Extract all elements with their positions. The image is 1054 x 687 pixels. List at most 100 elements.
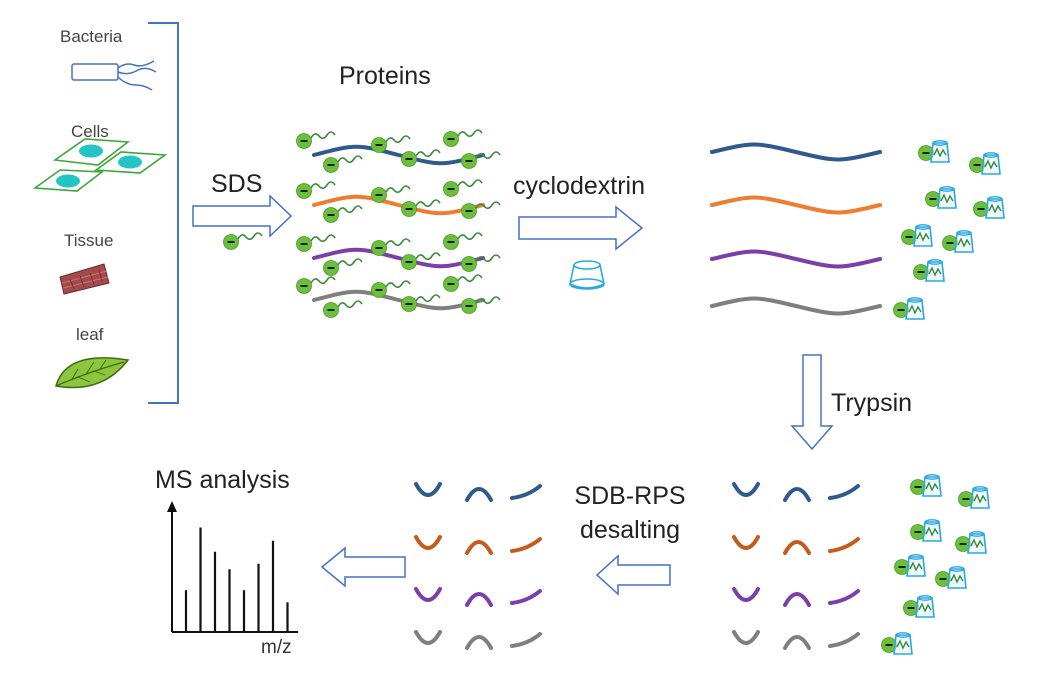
sds-molecule [295,234,336,253]
source-label-tissue: Tissue [64,231,114,250]
sds-cyclodextrin-complex [892,296,925,320]
sds-cyclodextrin-complex [909,518,942,542]
peptide-fragment [732,587,760,602]
sds-cyclodextrin-complex [954,530,987,554]
peptide-fragment [510,632,542,648]
arrow-trypsin [790,354,834,451]
peptide-fragment [732,630,760,645]
sds-label: SDS [211,170,263,198]
sds-cyclodextrin-complex [957,485,990,509]
desalting-label: desalting [579,516,681,544]
sds-molecule [370,280,411,299]
sds-cyclodextrin-complexes-after-digestion [880,473,990,655]
sds-molecule [460,151,501,170]
leaf-icon [55,357,130,389]
protein-strand [312,289,485,311]
protein-strand [312,247,485,269]
sds-cyclodextrin-complex [934,565,967,589]
source-label-bacteria: Bacteria [60,27,123,46]
sds-protein-complexes [295,129,501,319]
sds-cyclodextrin-complex [941,229,974,253]
sds-cyclodextrin-complex [902,594,935,618]
peptides-before-desalting [732,482,860,650]
peptide-fragment [465,592,493,607]
peptide-fragment [828,632,860,648]
peptide-fragment [732,535,760,550]
sdb-rps-label: SDB-RPS [574,482,686,510]
sds-cyclodextrin-complex [893,553,926,577]
peptide-fragment [465,635,493,650]
peptide-fragment [414,482,442,497]
peptide-fragment [465,540,493,555]
peptide-fragment [510,589,542,605]
peptide-fragment [783,540,811,555]
sds-molecule [322,155,363,174]
sds-cyclodextrin-complex [924,185,957,209]
protein-strand [710,195,882,215]
sds-molecule [295,276,336,295]
sds-molecule [460,201,501,220]
cyclodextrin-icon [569,260,605,290]
peptide-fragment [828,537,860,553]
cyclodextrin-label: cyclodextrin [513,172,645,200]
protein-strand [710,142,882,162]
sds-molecule [460,296,501,315]
sds-molecule [442,179,483,198]
sds-cyclodextrin-complex [900,223,933,247]
sds-molecule [322,300,363,319]
sds-molecule [322,205,363,224]
trypsin-label: Trypsin [831,389,913,417]
sds-molecule [370,185,411,204]
protein-strand [710,296,882,316]
sds-cyclodextrin-complex [912,258,945,282]
arrow-ms [320,546,406,588]
sds-molecule [370,135,411,154]
ms-spectrum-peaks [184,527,289,632]
sds-molecule [442,274,483,293]
source-label-leaf: leaf [76,325,104,344]
peptide-fragment [783,592,811,607]
tissue-icon [59,263,110,295]
sds-cyclodextrin-complex [909,473,942,497]
arrow-sds [192,194,293,238]
bacteria-icon [71,60,157,91]
arrow-cyclodextrin [518,205,644,251]
peptide-fragment [414,535,442,550]
sds-cyclodextrin-complexes [892,139,1005,320]
proteins-label: Proteins [339,62,431,90]
sds-molecule [295,181,336,200]
peptides-after-desalting [414,482,542,650]
sds-molecule [442,129,483,148]
arrow-desalting [595,554,671,596]
sds-molecule [370,238,411,257]
sds-cyclodextrin-complex [880,631,913,655]
protein-strand [312,194,485,216]
peptide-fragment [510,484,542,500]
sds-cyclodextrin-complex [972,195,1005,219]
mz-axis-label: m/z [261,637,292,658]
sds-molecule-icon [222,232,263,251]
cells-icon [32,138,168,192]
sds-molecule [460,254,501,273]
ms-spectrum-axes [167,501,298,633]
unfolded-proteins [710,142,882,316]
sds-molecule [442,232,483,251]
sds-cyclodextrin-complex [968,151,1001,175]
peptide-fragment [732,482,760,497]
peptide-fragment [828,484,860,500]
sources-bracket [148,22,179,404]
sds-molecule [322,258,363,277]
sds-molecule [295,131,336,150]
sds-cyclodextrin-complex [917,139,950,163]
peptide-fragment [414,587,442,602]
peptide-fragment [828,589,860,605]
peptide-fragment [783,487,811,502]
protein-strand [710,249,882,269]
protein-strand [312,144,485,166]
ms-analysis-label: MS analysis [155,466,290,494]
source-label-cells: Cells [71,122,109,141]
peptide-fragment [510,537,542,553]
peptide-fragment [414,630,442,645]
